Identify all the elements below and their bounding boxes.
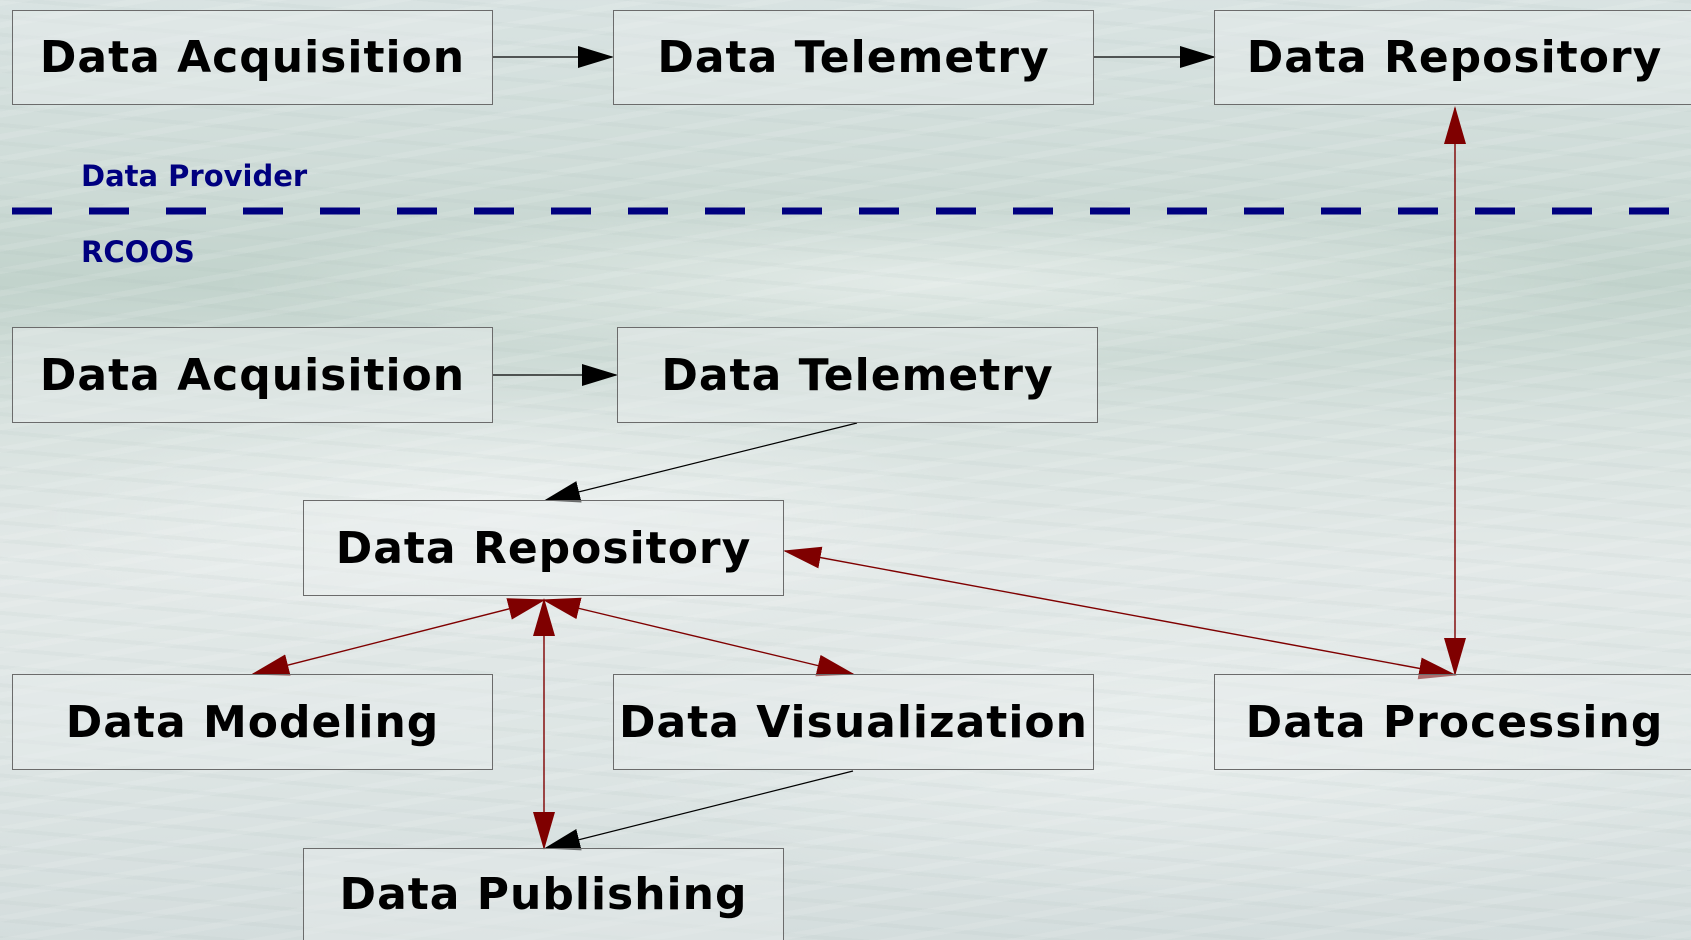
rcoos-label: RCOOS xyxy=(81,235,195,269)
provider-repository-label: Data Repository xyxy=(1246,32,1663,83)
provider-telemetry-label: Data Telemetry xyxy=(657,32,1050,83)
rcoos-processing-box: Data Processing xyxy=(1214,674,1691,770)
rcoos-visualization-label: Data Visualization xyxy=(619,696,1088,748)
provider-acquisition-box: Data Acquisition xyxy=(12,10,493,105)
arrow-repository-to-modeling xyxy=(251,598,546,676)
rcoos-acquisition-box: Data Acquisition xyxy=(12,327,493,423)
rcoos-publishing-box: Data Publishing xyxy=(303,848,784,940)
arrow-visualization-to-publishing xyxy=(544,770,854,851)
provider-acquisition-label: Data Acquisition xyxy=(39,32,466,83)
provider-repository-box: Data Repository xyxy=(1214,10,1691,105)
provider-telemetry-box: Data Telemetry xyxy=(613,10,1094,105)
rcoos-repository-box: Data Repository xyxy=(303,500,784,596)
arrow-repository-to-processing xyxy=(783,546,1457,680)
data-provider-label: Data Provider xyxy=(81,159,308,193)
rcoos-publishing-label: Data Publishing xyxy=(339,869,748,920)
rcoos-modeling-box: Data Modeling xyxy=(12,674,493,770)
rcoos-repository-label: Data Repository xyxy=(335,522,752,574)
arrow-repository-to-visualization xyxy=(542,597,855,677)
rcoos-telemetry-label: Data Telemetry xyxy=(661,349,1054,401)
rcoos-visualization-box: Data Visualization xyxy=(613,674,1094,770)
arrow-rcoos-telemetry-to-repository xyxy=(544,422,858,503)
rcoos-acquisition-label: Data Acquisition xyxy=(39,349,466,401)
rcoos-processing-label: Data Processing xyxy=(1245,696,1664,748)
rcoos-telemetry-box: Data Telemetry xyxy=(617,327,1098,423)
rcoos-modeling-label: Data Modeling xyxy=(65,696,440,748)
